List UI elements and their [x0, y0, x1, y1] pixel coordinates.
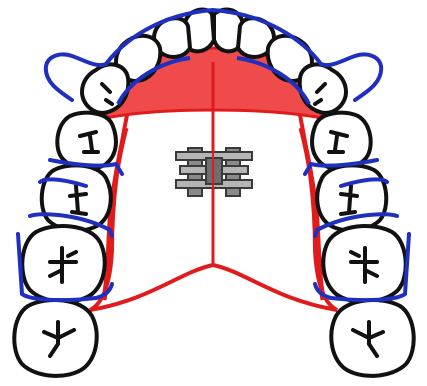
expansion-screw-icon [176, 148, 252, 196]
tooth-icon [312, 113, 371, 169]
tooth-icon [57, 113, 116, 169]
